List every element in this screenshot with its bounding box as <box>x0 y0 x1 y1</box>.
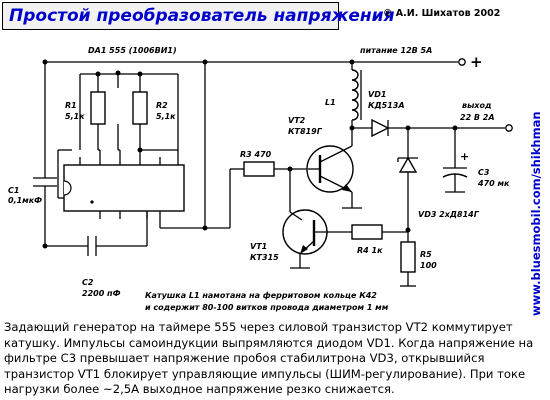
r3-resistor <box>243 161 308 177</box>
power-terminal <box>458 58 466 66</box>
vd3-label: VD3 2хД814Г <box>418 210 480 219</box>
r2-name: R2 <box>156 101 168 110</box>
vd1-diode <box>352 118 505 138</box>
vt1-transistor <box>282 169 352 269</box>
r2-value: 5,1к <box>156 112 176 121</box>
url-text[interactable]: www.bluesmobil.com/shikhman <box>529 111 543 316</box>
note-line-2: и содержит 80-100 витков провода диаметр… <box>145 303 389 312</box>
output-terminal <box>505 124 513 132</box>
schematic: DA1 555 (1006ВИ1) питание 12В 5А + C1 0,… <box>8 46 513 312</box>
title-bar: Простой преобразователь напряжения <box>2 2 395 30</box>
supply-rail <box>42 58 466 76</box>
r1-value: 5,1к <box>65 112 85 121</box>
c2-name: C2 <box>82 278 94 287</box>
description-text: Задающий генератор на таймере 555 через … <box>4 320 534 397</box>
note-line-1: Катушка L1 намотана на ферритовом кольце… <box>145 291 377 300</box>
output-name: выход <box>462 101 491 110</box>
c3-plus: + <box>460 150 469 163</box>
vd1-name: VD1 <box>368 90 386 99</box>
timer-555 <box>57 62 244 231</box>
r2-resistor <box>117 71 148 157</box>
c1-name: C1 <box>8 186 19 195</box>
c2-value: 2200 пФ <box>82 289 121 298</box>
vd1-value: КД513А <box>368 101 405 110</box>
r5-name: R5 <box>420 250 432 259</box>
c3-value: 470 мк <box>477 179 510 188</box>
power-label: питание 12В 5А <box>360 46 432 55</box>
vt2-transistor <box>306 140 362 209</box>
author-credit: © А.И. Шихатов 2002 <box>383 8 501 19</box>
da1-label: DA1 555 (1006ВИ1) <box>88 46 177 55</box>
r1-name: R1 <box>65 101 77 110</box>
r5-resistor <box>400 230 416 287</box>
url-vertical[interactable]: www.bluesmobil.com/shikhman <box>525 28 547 318</box>
left-branch <box>33 62 148 256</box>
c3-name: C3 <box>478 168 490 177</box>
r4-label: R4 1к <box>357 246 383 255</box>
vt2-name: VT2 <box>288 116 306 125</box>
page-title: Простой преобразователь напряжения <box>9 6 395 26</box>
c3-capacitor <box>442 128 468 193</box>
vt1-name: VT1 <box>250 242 267 251</box>
r5-value: 100 <box>420 261 437 270</box>
l1-label: L1 <box>325 98 336 107</box>
power-plus: + <box>470 53 483 71</box>
output-value: 22 В 2А <box>460 113 495 122</box>
vd3-zener <box>397 128 418 233</box>
r3-label: R3 470 <box>240 150 272 159</box>
r4-resistor <box>351 224 408 240</box>
vt2-value: КТ819Г <box>288 127 323 136</box>
r1-resistor <box>90 71 106 157</box>
vt1-value: КТ315 <box>250 253 279 262</box>
c1-value: 0,1мкФ <box>8 196 42 205</box>
